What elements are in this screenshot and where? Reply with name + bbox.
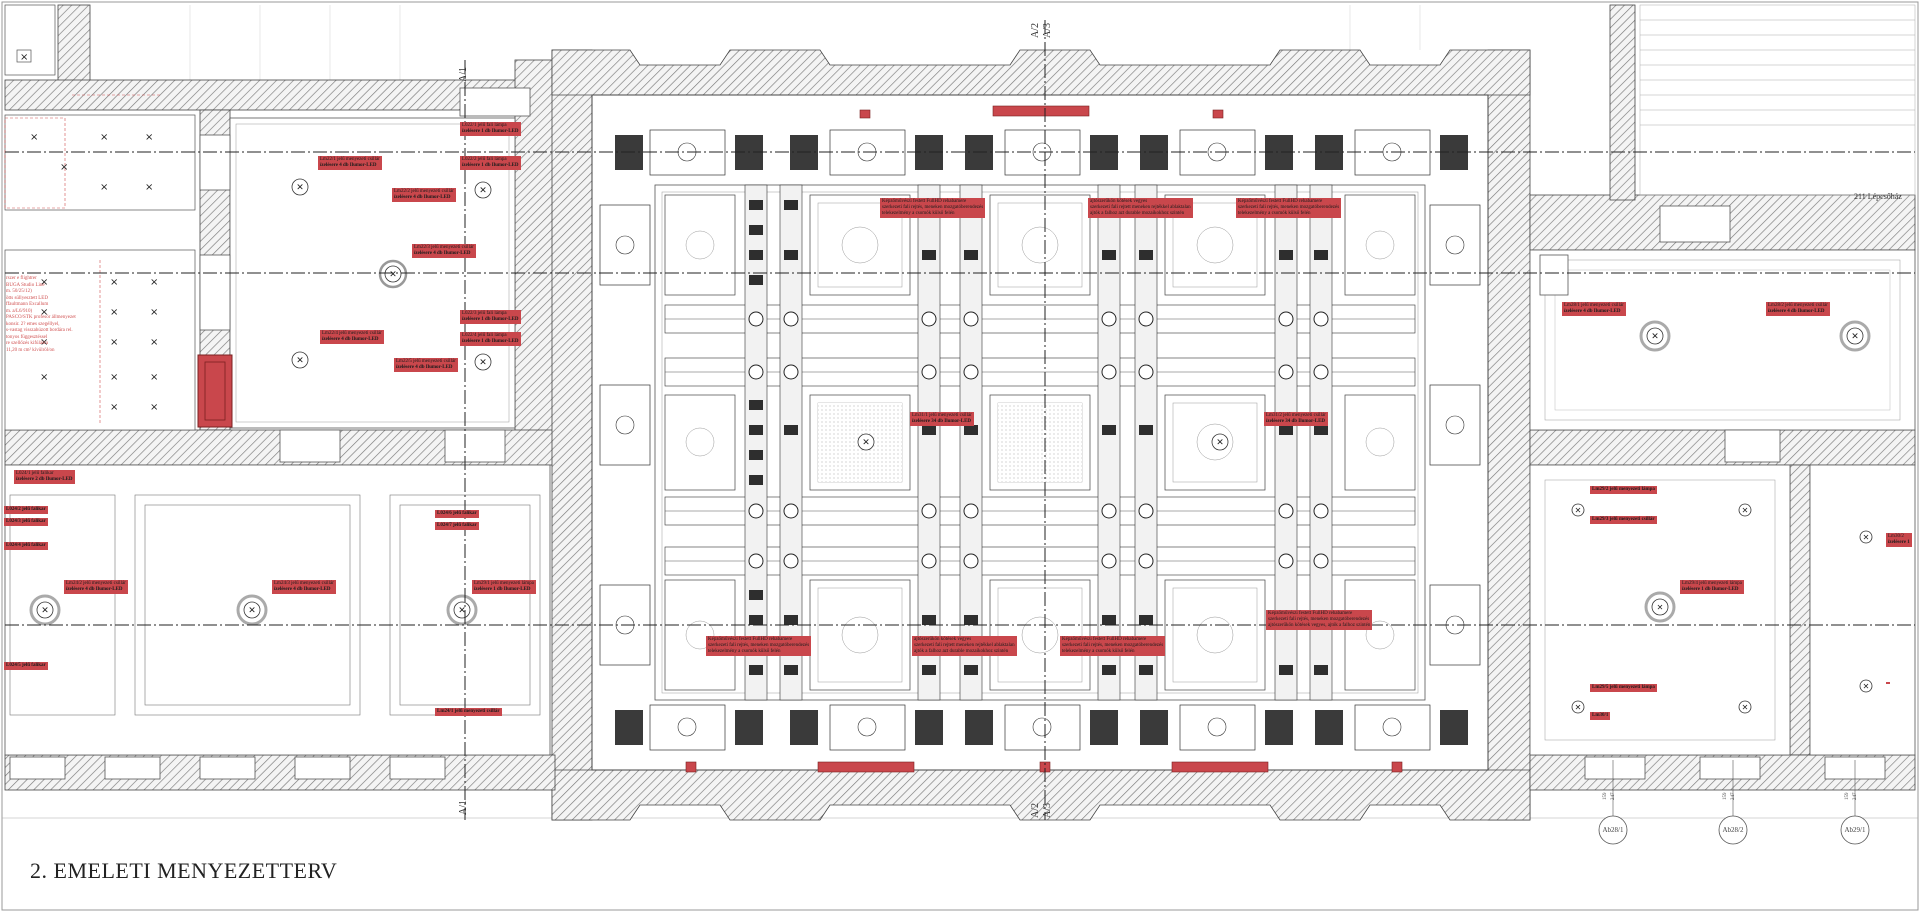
svg-text:✕: ✕ [479, 358, 487, 368]
svg-text:×: × [110, 277, 118, 288]
fixture-label: L024/5 jelű falikar [4, 662, 48, 670]
fixture-label [1886, 682, 1890, 684]
svg-text:✕: ✕ [1575, 506, 1582, 515]
svg-text:✕: ✕ [1863, 533, 1870, 542]
svg-text:×: × [40, 337, 48, 348]
svg-text:✕: ✕ [296, 183, 304, 193]
svg-text:×: × [100, 182, 108, 193]
svg-text:×: × [150, 307, 158, 318]
svg-text:✕: ✕ [1742, 703, 1749, 712]
section-axis-label: A/1 [458, 800, 469, 815]
marker-dim: 159 [1845, 792, 1850, 801]
svg-text:✕: ✕ [41, 606, 49, 616]
marker-label: Ab28/1 [1602, 826, 1624, 834]
marker-dim: 159 [1723, 792, 1728, 801]
marker-dim: 247 [1731, 792, 1736, 801]
svg-text:×: × [40, 372, 48, 383]
marker-dim: 247 [1611, 792, 1616, 801]
svg-text:✕: ✕ [1657, 603, 1664, 612]
svg-text:✕: ✕ [248, 606, 256, 616]
svg-text:×: × [150, 402, 158, 413]
marker-label: Ab28/2 [1722, 826, 1744, 834]
svg-text:×: × [110, 337, 118, 348]
svg-text:✕: ✕ [1575, 703, 1582, 712]
marker-dim: 247 [1853, 792, 1858, 801]
svg-text:✕: ✕ [862, 438, 870, 448]
svg-text:✕: ✕ [389, 270, 397, 280]
fixture-label: L024/3 jelű falikar [4, 518, 48, 526]
fixture-label: L024/2 jelű falikar [4, 506, 48, 514]
svg-text:✕: ✕ [1651, 332, 1659, 342]
fixture-label: L024/7 jelű falikar [435, 522, 479, 530]
section-axis-label: A/3 [1042, 803, 1053, 818]
fixture-label: L024/6 jelű falikar [435, 510, 479, 518]
svg-text:✕: ✕ [479, 186, 487, 196]
svg-text:✕: ✕ [1742, 506, 1749, 515]
fixture-label: Lm29/5 jelű menyezeti lámpa [1590, 684, 1657, 692]
svg-text:×: × [60, 162, 68, 173]
svg-text:×: × [150, 337, 158, 348]
svg-text:×: × [150, 372, 158, 383]
svg-text:✕: ✕ [1863, 682, 1870, 691]
svg-text:×: × [145, 182, 153, 193]
fixture-label: Lm24/1 jelű menyezeti csillár [435, 708, 502, 716]
svg-text:✕: ✕ [296, 356, 304, 366]
svg-text:×: × [40, 307, 48, 318]
svg-text:×: × [20, 52, 28, 63]
section-axis-label: A/2 [1030, 23, 1041, 38]
room-label: 211 Lépcsőház [1854, 192, 1902, 201]
svg-text:✕: ✕ [1851, 332, 1859, 342]
svg-text:×: × [100, 132, 108, 143]
fixture-label: Lm30/1 [1590, 712, 1611, 720]
fixture-label: Lm29/2 jelű menyezeti lámpa [1590, 486, 1657, 494]
section-axis-label: A/3 [1042, 23, 1053, 38]
drawing-title: 2. EMELETI MENYEZETTERV [30, 858, 338, 883]
svg-text:×: × [110, 372, 118, 383]
svg-text:✕: ✕ [1216, 438, 1224, 448]
svg-text:×: × [150, 277, 158, 288]
svg-text:✕: ✕ [458, 606, 466, 616]
section-axis-label: A/1 [458, 67, 469, 82]
svg-text:×: × [40, 277, 48, 288]
svg-text:×: × [145, 132, 153, 143]
fixture-label: Lm29/3 jelű menyezeti csillár [1590, 516, 1657, 524]
svg-text:×: × [30, 132, 38, 143]
fixture-label: L024/4 jelű falikar [4, 542, 48, 550]
svg-text:×: × [110, 307, 118, 318]
marker-dim: 159 [1603, 792, 1608, 801]
section-axis-label: A/2 [1030, 803, 1041, 818]
svg-text:×: × [110, 402, 118, 413]
marker-label: Ab29/1 [1844, 826, 1866, 834]
